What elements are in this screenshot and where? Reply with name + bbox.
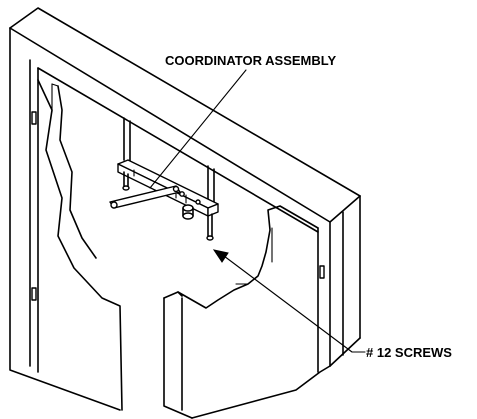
screws-leader-line (223, 255, 366, 353)
screws-label: # 12 SCREWS (366, 345, 452, 360)
left-wall-cutaway (29, 59, 123, 411)
callout-leaders (149, 69, 366, 353)
coordinator-leader-line (149, 69, 247, 189)
screws-arrowhead (212, 249, 229, 263)
coordinator-assembly-label: COORDINATOR ASSEMBLY (165, 53, 337, 68)
coordinator-assembly (109, 117, 219, 241)
door-cutaway (163, 205, 331, 419)
door-frame (9, 7, 361, 411)
